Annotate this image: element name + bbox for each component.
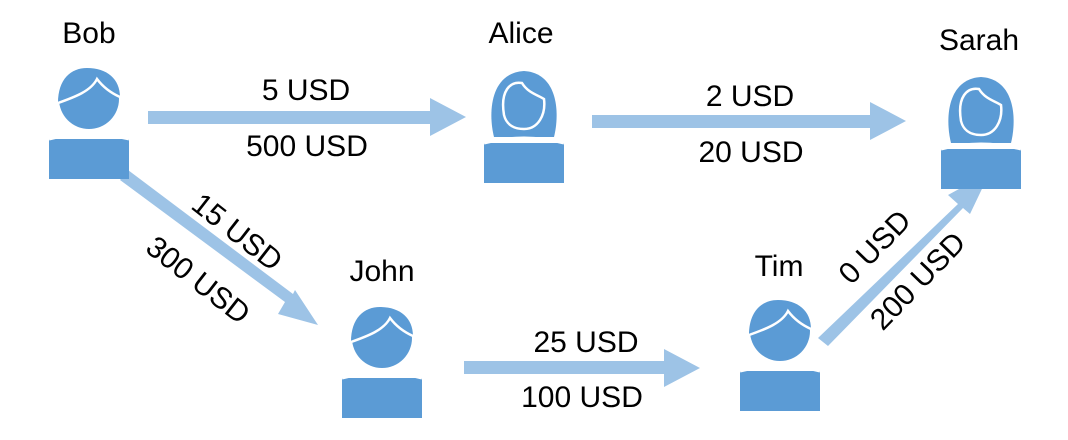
arrow-bob-alice: [148, 98, 466, 136]
node-bob-label: Bob: [62, 17, 115, 50]
edge-alice-sarah: 2 USD 20 USD: [592, 80, 906, 169]
edge-john-tim-top-label: 25 USD: [533, 326, 638, 359]
male-user-icon: [738, 298, 822, 413]
female-user-icon: [482, 69, 566, 185]
arrow-alice-sarah: [592, 102, 906, 140]
edge-alice-sarah-bottom-label: 20 USD: [698, 136, 803, 169]
edge-bob-alice: 5 USD 500 USD: [148, 74, 466, 163]
male-user-icon: [47, 66, 131, 181]
nodes-layer: Bob Alice Sarah John Tim: [47, 17, 1023, 420]
edge-bob-alice-bottom-label: 500 USD: [246, 130, 368, 163]
node-john: John: [340, 255, 424, 420]
node-john-label: John: [349, 255, 414, 288]
node-bob: Bob: [47, 17, 131, 181]
arrow-tim-sarah: [818, 172, 990, 346]
arrow-bob-john: [120, 170, 318, 325]
female-user-icon: [939, 75, 1023, 191]
node-sarah: Sarah: [939, 24, 1023, 191]
edge-bob-john: 15 USD 300 USD: [120, 170, 318, 331]
node-sarah-label: Sarah: [939, 24, 1019, 57]
edge-alice-sarah-top-label: 2 USD: [706, 80, 794, 113]
edge-john-tim: 25 USD 100 USD: [464, 326, 700, 414]
edge-tim-sarah: 0 USD 200 USD: [818, 172, 990, 346]
arrow-john-tim: [464, 349, 700, 387]
edge-john-tim-bottom-label: 100 USD: [521, 381, 643, 414]
node-alice-label: Alice: [488, 17, 553, 50]
node-tim-label: Tim: [755, 250, 804, 283]
male-user-icon: [340, 305, 424, 420]
edge-bob-alice-top-label: 5 USD: [262, 74, 350, 107]
node-tim: Tim: [738, 250, 822, 413]
node-alice: Alice: [482, 17, 566, 185]
